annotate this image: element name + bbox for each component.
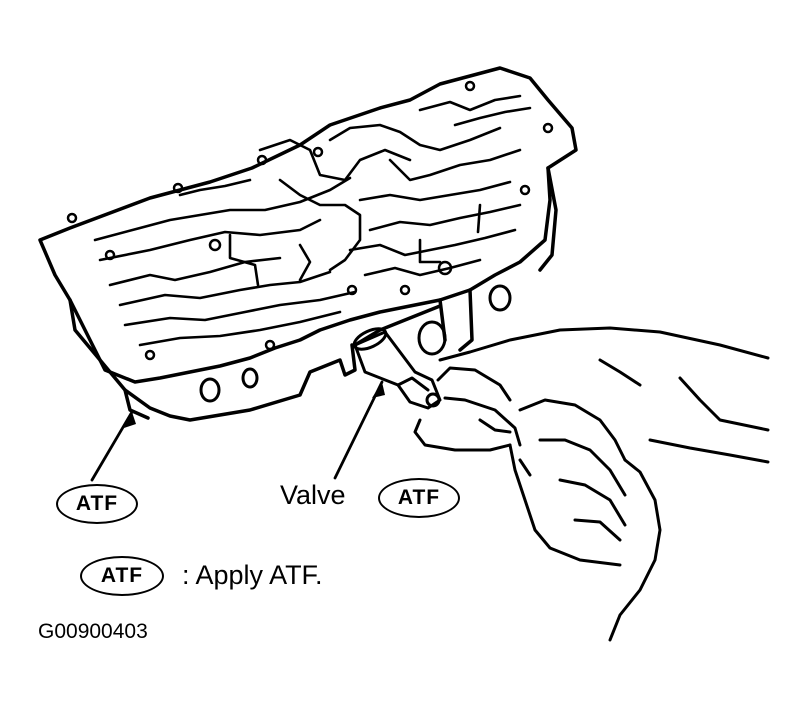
atf-symbol-body: ATF	[56, 484, 138, 524]
valve-body-side-walls	[68, 166, 558, 422]
legend-text: : Apply ATF.	[182, 560, 323, 590]
fluid-passages	[93, 94, 532, 347]
figure-code: G00900403	[38, 620, 148, 643]
leader-lines	[90, 380, 384, 482]
side-holes	[199, 284, 512, 403]
valve-part	[352, 327, 442, 410]
legend-atf-symbol: ATF	[80, 556, 164, 596]
leader-line-body	[90, 410, 134, 482]
valve-body-top-plate	[38, 66, 578, 384]
valve-label: Valve	[280, 480, 346, 510]
hand	[413, 326, 770, 642]
arrowhead-valve	[372, 382, 385, 398]
bolt-holes	[66, 80, 554, 361]
leader-arrowheads	[124, 382, 385, 428]
leader-line-valve	[333, 380, 384, 480]
atf-symbol-valve: ATF	[378, 478, 460, 518]
arrowhead-body	[124, 412, 136, 428]
